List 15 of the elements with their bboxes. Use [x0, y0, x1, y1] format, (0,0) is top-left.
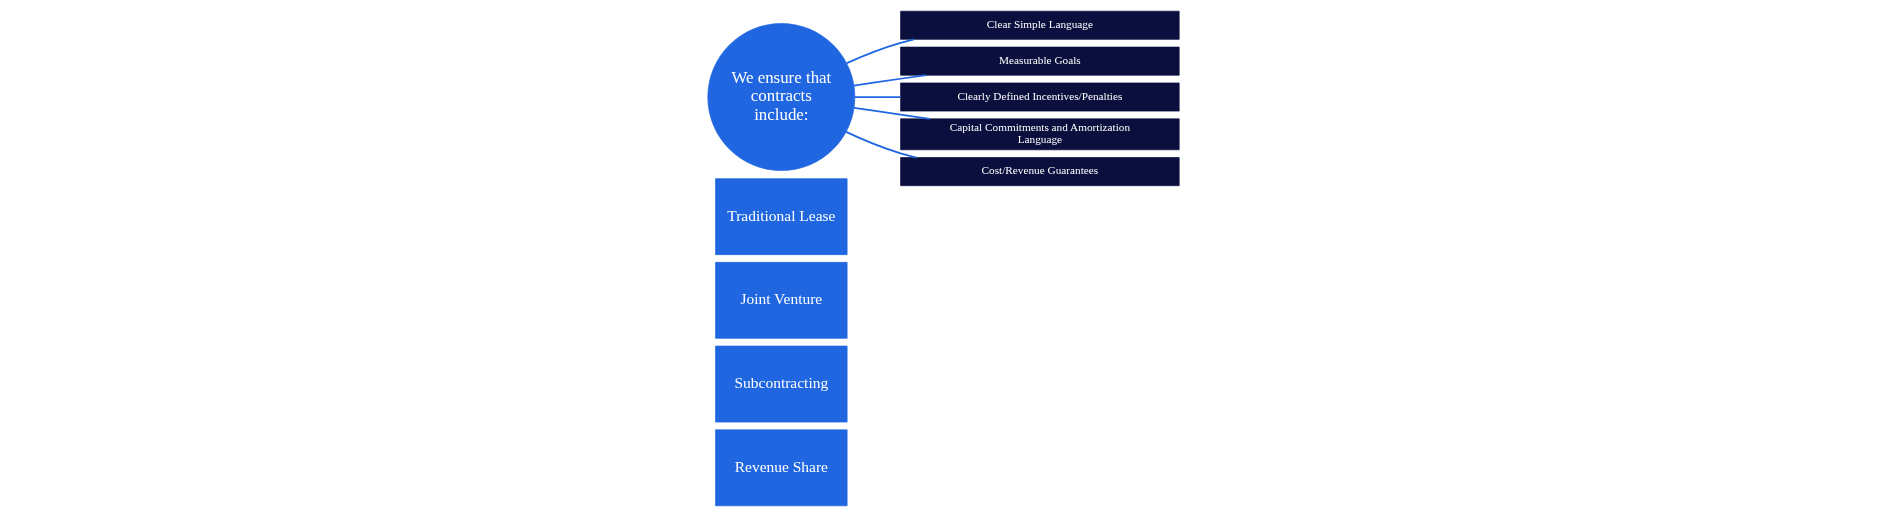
node-box: Subcontracting	[714, 345, 847, 423]
node-box: Capital Commitments and Amortization Language	[899, 118, 1180, 151]
connector	[853, 96, 901, 98]
node-box: Clearly Defined Incentives/Penalties	[899, 82, 1180, 112]
node-box: Traditional Lease	[714, 178, 847, 255]
connector	[852, 74, 927, 87]
node-box: Measurable Goals	[899, 46, 1180, 76]
connector	[845, 38, 915, 65]
node-box: Revenue Share	[714, 429, 847, 507]
node-box: Clear Simple Language	[899, 10, 1180, 40]
connector	[852, 106, 931, 120]
node-box: Cost/Revenue Guarantees	[899, 157, 1180, 187]
connector	[844, 131, 917, 159]
node-box: Joint Venture	[714, 262, 847, 339]
node-circle: We ensure that contracts include:	[706, 23, 855, 171]
